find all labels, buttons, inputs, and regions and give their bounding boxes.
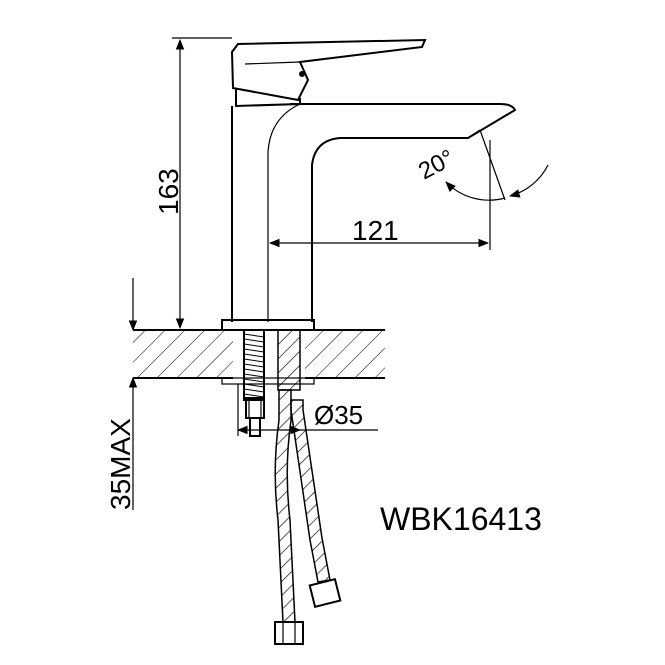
countertop-section: [133, 329, 385, 379]
height-dimension: 163: [153, 37, 232, 330]
thread-tick: [243, 333, 265, 338]
hose-fitting-left: [274, 621, 304, 645]
countertop-left-hatch: [133, 330, 233, 378]
thread-tick: [243, 388, 265, 393]
thread-tick: [243, 363, 265, 368]
handle-screw-dot: [299, 71, 305, 77]
thread-tick: [243, 338, 265, 343]
hose-upper-section: [277, 329, 301, 391]
deck-thickness-dimension: 35MAX: [105, 278, 138, 510]
lever-handle: [230, 38, 427, 102]
diameter-dim-text: Ø35: [314, 400, 363, 430]
thread-tick: [243, 383, 265, 388]
reach-dim-text: 121: [352, 215, 399, 246]
thread-tick: [243, 378, 265, 383]
faucet-body: [221, 38, 517, 385]
threaded-rod: [243, 329, 265, 401]
cartridge-housing: [235, 88, 301, 108]
angle-dimension: 20°: [414, 129, 549, 201]
thread-tick: [243, 368, 265, 373]
deck-dim-text: 35MAX: [105, 418, 136, 510]
reach-dimension: 121: [268, 140, 491, 250]
thread-tick: [243, 358, 265, 363]
countertop-right-hatch: [305, 330, 385, 378]
rod-threads: [243, 333, 265, 398]
lever-handle-line: [244, 61, 301, 65]
hose-left: [274, 389, 296, 623]
diameter-dimension: Ø35: [236, 384, 378, 436]
angle-ray: [479, 129, 506, 201]
spout-outline: [290, 103, 517, 322]
spout-tip: [467, 129, 481, 139]
thread-tick: [243, 348, 265, 353]
hose-fitting-right: [308, 577, 342, 609]
mounting-assembly: [243, 329, 301, 437]
rod-end: [249, 417, 261, 437]
thread-tick: [243, 373, 265, 378]
height-dim-text: 163: [153, 168, 184, 215]
angle-arc-left: [445, 181, 506, 201]
model-code-label: WBK16413: [380, 501, 542, 537]
thread-tick: [243, 343, 265, 348]
thread-tick: [243, 393, 265, 398]
body-shoulder-curve: [267, 103, 301, 153]
angle-dim-text: 20°: [414, 144, 459, 185]
base-flange: [221, 319, 315, 331]
mounting-washer: [221, 377, 315, 385]
thread-tick: [243, 353, 265, 358]
flexible-hoses: [274, 389, 342, 645]
angle-arc-right: [508, 164, 549, 198]
